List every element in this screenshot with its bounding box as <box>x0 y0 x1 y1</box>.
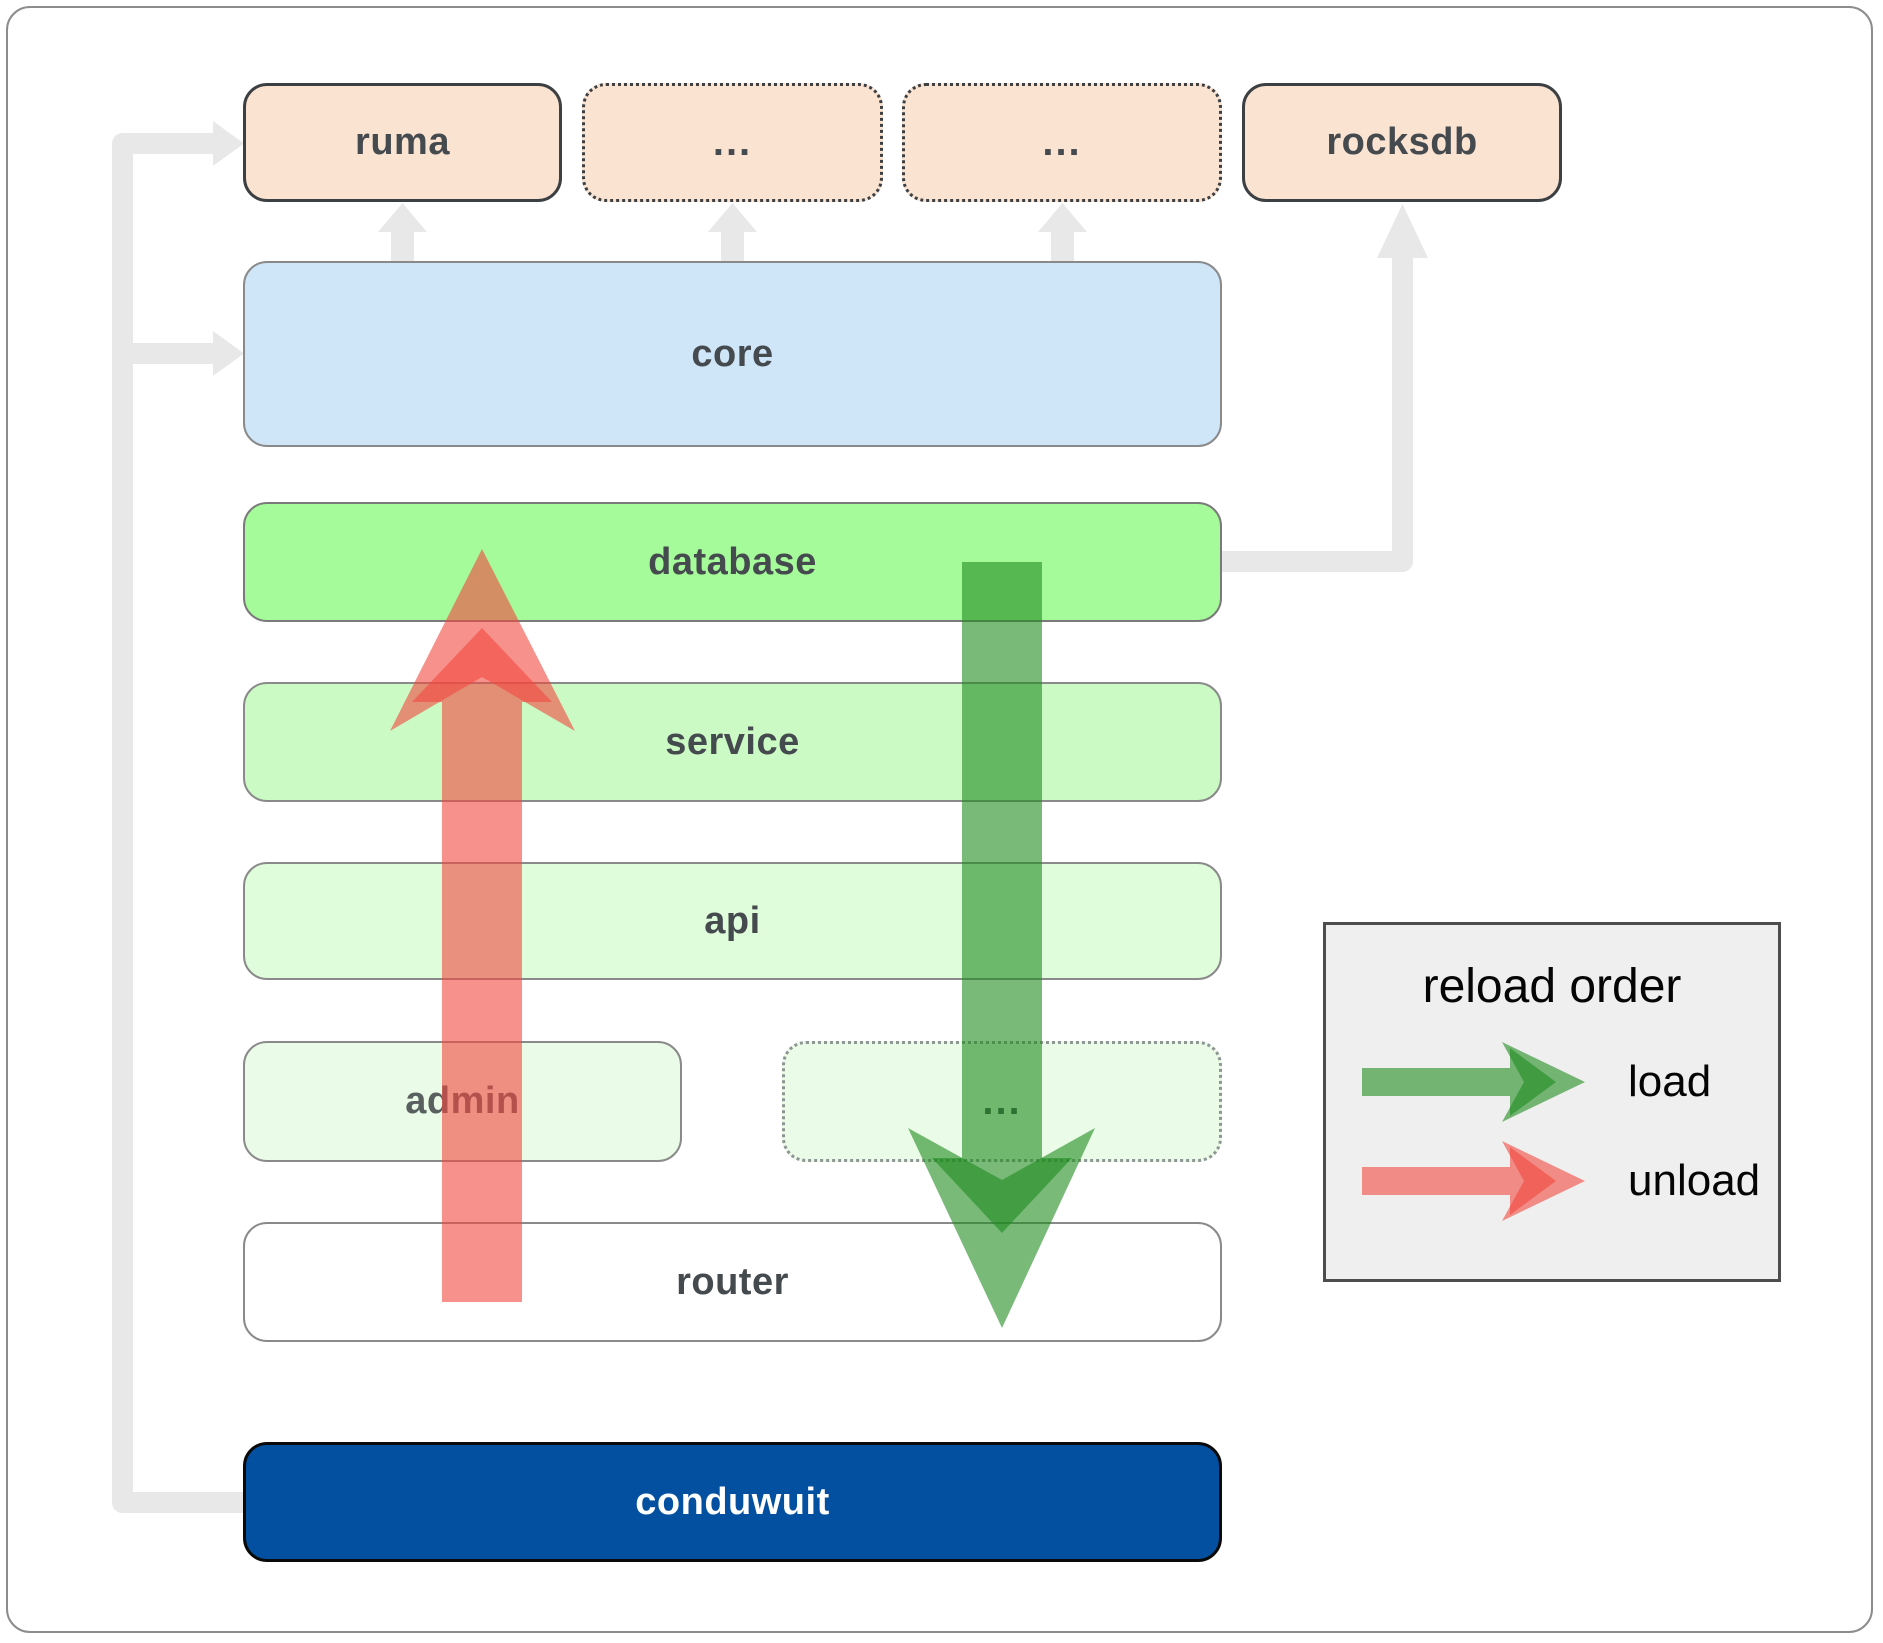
legend-load-label: load <box>1628 1057 1712 1106</box>
box-database-label: database <box>648 540 817 583</box>
box-api-label: api <box>704 899 761 942</box>
box-admin-ellipsis-label: ... <box>982 1079 1022 1123</box>
box-rocksdb: rocksdb <box>1242 83 1562 202</box>
box-dependency-ellipsis-1: ... <box>582 83 883 202</box>
box-router: router <box>243 1222 1222 1342</box>
box-api: api <box>243 862 1222 980</box>
box-service: service <box>243 682 1222 802</box>
box-ruma: ruma <box>243 83 562 202</box>
box-admin-ellipsis: ... <box>782 1041 1222 1162</box>
legend-reload-order: reload order load unload <box>1323 922 1781 1282</box>
box-dependency-ellipsis-2: ... <box>902 83 1222 202</box>
diagram-outer-frame <box>6 6 1873 1633</box>
box-router-label: router <box>676 1260 789 1303</box>
box-core-label: core <box>691 332 774 375</box>
box-service-label: service <box>665 720 800 763</box>
box-database: database <box>243 502 1222 622</box>
box-dependency-ellipsis-1-label: ... <box>712 120 753 164</box>
legend-unload-label: unload <box>1628 1156 1761 1205</box>
box-conduwuit: conduwuit <box>243 1442 1222 1562</box>
box-admin-label: admin <box>405 1080 520 1122</box>
box-core: core <box>243 261 1222 447</box>
box-conduwuit-label: conduwuit <box>635 1480 830 1523</box>
box-admin: admin <box>243 1041 682 1162</box>
box-dependency-ellipsis-2-label: ... <box>1042 120 1082 164</box>
legend-title: reload order <box>1422 960 1682 1013</box>
box-ruma-label: ruma <box>355 121 450 163</box>
box-rocksdb-label: rocksdb <box>1326 121 1478 163</box>
